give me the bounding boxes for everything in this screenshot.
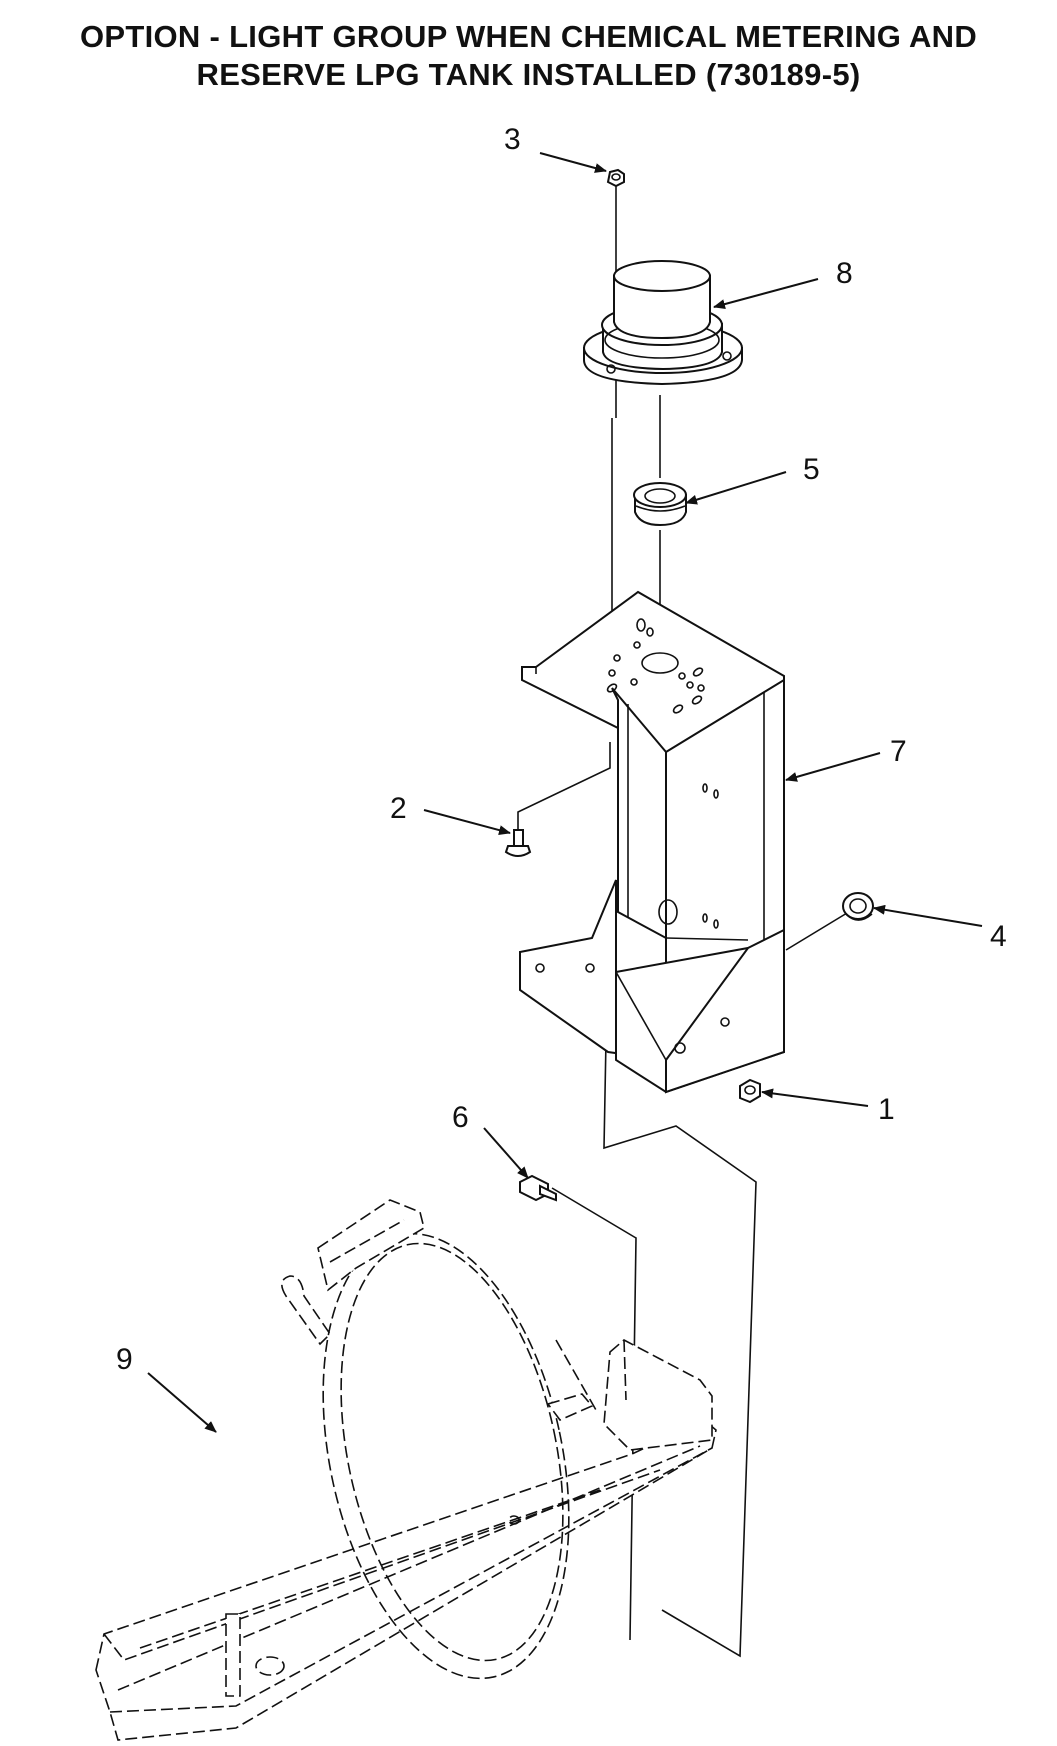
part-4-grommet (842, 892, 874, 921)
part-6-stud (519, 1174, 557, 1202)
part-3-nut (606, 168, 625, 188)
callout-2: 2 (390, 792, 407, 825)
callout-5: 5 (803, 453, 820, 486)
leader-lines (147, 152, 983, 1433)
callout-labels: 3 8 5 7 2 4 1 6 9 (116, 123, 1007, 1376)
callout-3: 3 (504, 123, 521, 156)
callout-1: 1 (878, 1093, 895, 1126)
part-7-mounting-bracket (519, 590, 785, 1094)
callout-8: 8 (836, 257, 853, 290)
part-9-tank-rack (95, 1199, 717, 1741)
title-line-1: OPTION - LIGHT GROUP WHEN CHEMICAL METER… (79, 19, 978, 54)
part-2-screw (504, 829, 532, 857)
part-5-grommet (633, 482, 687, 527)
callout-7: 7 (890, 735, 907, 768)
callout-6: 6 (452, 1101, 469, 1134)
callout-4: 4 (990, 920, 1007, 953)
part-1-nut (739, 1078, 761, 1104)
title-line-2: RESERVE LPG TANK INSTALLED (730189-5) (196, 57, 861, 92)
diagram-title: OPTION - LIGHT GROUP WHEN CHEMICAL METER… (0, 18, 1057, 94)
callout-9: 9 (116, 1343, 133, 1376)
part-8-beacon-light (583, 260, 743, 386)
